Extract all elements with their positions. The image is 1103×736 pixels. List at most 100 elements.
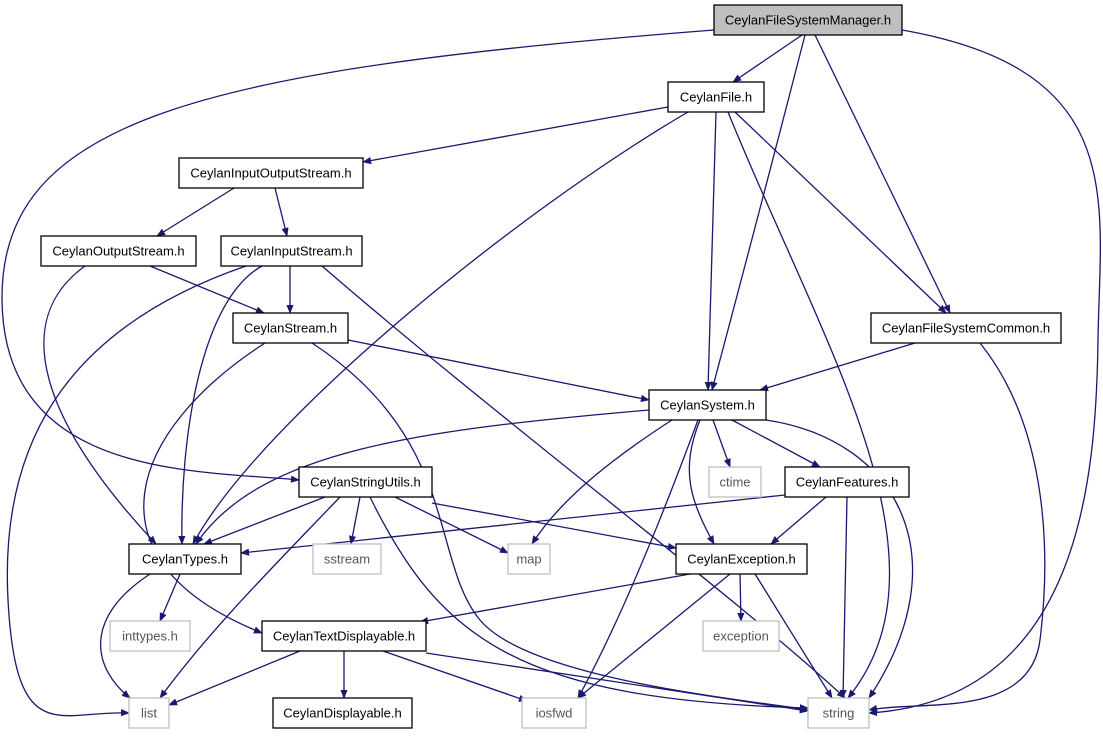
edge-exc-to-iosfwd [577, 573, 731, 699]
node-box-ios [178, 157, 364, 189]
node-label-su: CeylanStringUtils.h [310, 474, 421, 489]
node-label-ios: CeylanInputOutputStream.h [190, 165, 351, 180]
node-td[interactable]: CeylanTextDisplayable.h [261, 620, 427, 652]
node-box-string [807, 697, 870, 729]
node-label-exc: CeylanException.h [687, 551, 795, 566]
edge-td-to-list [168, 650, 301, 706]
edge-sys-to-feat [731, 419, 821, 468]
edge-su-to-types [203, 496, 326, 545]
node-fsc[interactable]: CeylanFileSystemCommon.h [870, 312, 1062, 344]
node-box-fsc [870, 312, 1062, 344]
edge-su-to-map [394, 496, 509, 554]
node-su[interactable]: CeylanStringUtils.h [298, 466, 433, 498]
node-os[interactable]: CeylanOutputStream.h [40, 235, 197, 267]
node-ctime: ctime [708, 466, 762, 498]
node-inttypes: inttypes.h [109, 620, 191, 652]
node-label-file: CeylanFile.h [680, 89, 752, 104]
edge-types-to-list [99, 573, 151, 699]
edge-is-to-string [321, 265, 846, 699]
edge-is-to-types [178, 265, 263, 545]
node-box-inttypes [109, 620, 191, 652]
node-label-exception: exception [713, 628, 769, 643]
node-stream[interactable]: CeylanStream.h [232, 312, 349, 344]
node-box-sys [648, 389, 767, 421]
node-box-su [298, 466, 433, 498]
edge-td-to-string [425, 652, 809, 714]
node-box-is [220, 235, 363, 267]
edge-os-to-types [43, 265, 157, 545]
node-ios[interactable]: CeylanInputOutputStream.h [178, 157, 364, 189]
node-label-list: list [141, 705, 157, 720]
node-exc[interactable]: CeylanException.h [675, 543, 808, 575]
edge-ios-to-is [274, 187, 289, 237]
edge-su-to-string [369, 496, 809, 712]
edge-file-to-ios [362, 106, 669, 165]
edge-fsm-to-fsc [814, 34, 951, 314]
node-box-ctime [708, 466, 762, 498]
edge-su-to-sstream [348, 496, 361, 545]
node-string: string [807, 697, 870, 729]
edge-stream-to-td [143, 342, 266, 634]
node-label-fsm: CeylanFileSystemManager.h [725, 12, 891, 27]
node-label-inttypes: inttypes.h [122, 628, 178, 643]
edge-exc-to-string [754, 573, 833, 699]
node-label-feat: CeylanFeatures.h [796, 474, 899, 489]
edge-stream-to-sys [347, 339, 650, 402]
node-label-is: CeylanInputStream.h [230, 243, 352, 258]
edge-fsm-to-su [1, 29, 715, 483]
node-box-types [128, 543, 242, 575]
node-is[interactable]: CeylanInputStream.h [220, 235, 363, 267]
node-label-iosfwd: iosfwd [536, 705, 573, 720]
node-label-fsc: CeylanFileSystemCommon.h [882, 320, 1050, 335]
node-file[interactable]: CeylanFile.h [667, 81, 765, 113]
edge-file-to-sys [704, 111, 717, 391]
node-fsm[interactable]: CeylanFileSystemManager.h [713, 4, 903, 36]
edge-td-to-iosfwd [382, 650, 528, 702]
node-box-iosfwd [521, 697, 587, 729]
node-box-disp [272, 697, 413, 729]
edge-file-to-fsc [734, 111, 947, 314]
node-label-map: map [516, 551, 541, 566]
node-box-fsm [713, 4, 903, 36]
edge-sys-to-exc [688, 419, 715, 545]
node-feat[interactable]: CeylanFeatures.h [784, 466, 910, 498]
node-label-string: string [823, 705, 855, 720]
edge-fsm-to-sys [710, 34, 806, 391]
node-box-map [507, 543, 551, 575]
edge-sys-to-map [531, 419, 673, 545]
node-sys[interactable]: CeylanSystem.h [648, 389, 767, 421]
edge-exc-to-exception [737, 573, 745, 622]
edge-feat-to-types [240, 494, 786, 556]
node-iosfwd: iosfwd [521, 697, 587, 729]
edge-sys-to-types [195, 409, 650, 545]
edge-file-to-types [192, 111, 689, 545]
node-label-td: CeylanTextDisplayable.h [273, 628, 415, 643]
node-box-sstream [312, 543, 382, 575]
edge-fsm-to-file [732, 34, 803, 83]
node-label-sys: CeylanSystem.h [660, 397, 755, 412]
node-list: list [128, 697, 170, 729]
node-label-types: CeylanTypes.h [142, 551, 228, 566]
node-box-exception [702, 620, 780, 652]
node-box-feat [784, 466, 910, 498]
edge-os-to-stream [149, 265, 265, 314]
node-map: map [507, 543, 551, 575]
edge-fsc-to-sys [759, 342, 916, 392]
node-box-os [40, 235, 197, 267]
node-label-sstream: sstream [324, 551, 370, 566]
node-label-os: CeylanOutputStream.h [52, 243, 184, 258]
node-exception: exception [702, 620, 780, 652]
node-box-stream [232, 312, 349, 344]
node-box-list [128, 697, 170, 729]
edge-su-to-list [159, 496, 341, 699]
node-disp[interactable]: CeylanDisplayable.h [272, 697, 413, 729]
edge-su-to-exc [431, 502, 677, 551]
edge-fsc-to-string [868, 342, 1046, 712]
node-box-td [261, 620, 427, 652]
edge-sys-to-iosfwd [577, 419, 699, 699]
edge-fsm-to-string [868, 29, 1101, 717]
edge-file-to-string [727, 111, 891, 699]
node-types[interactable]: CeylanTypes.h [128, 543, 242, 575]
edges-layer [1, 29, 1101, 717]
